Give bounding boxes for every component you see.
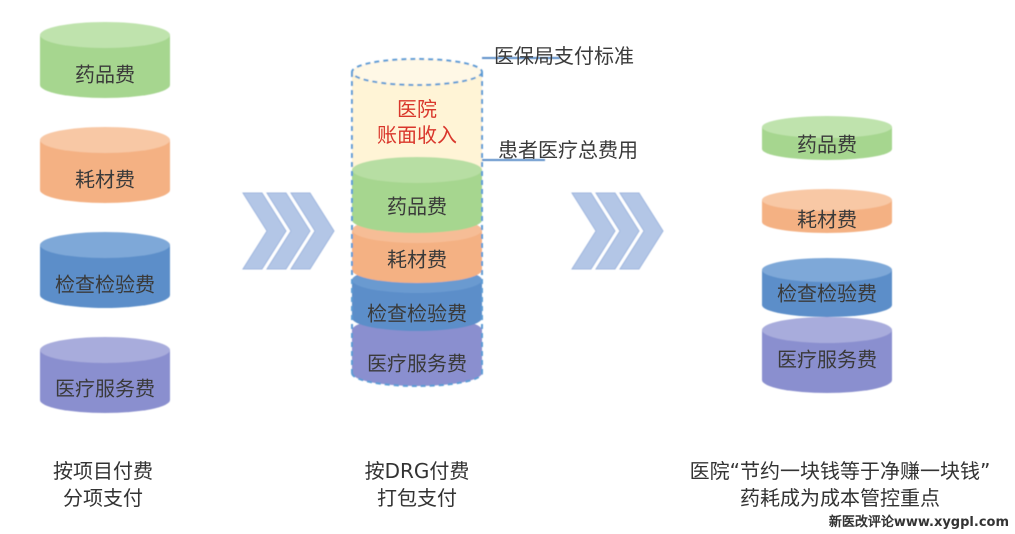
right-caption-line2: 药耗成为成本管控重点 — [739, 486, 940, 510]
left-service-label: 医疗服务费 — [55, 376, 155, 401]
source-watermark: 新医改评论www.xygpl.com — [828, 515, 1009, 530]
middle-drug-cylinder — [352, 157, 482, 233]
right-caption-line1: 医院“节约一块钱等于净赚一块钱” — [689, 459, 991, 483]
left-drug-cylinder — [40, 22, 170, 98]
revenue-label: 医院 账面收入 — [377, 96, 457, 148]
left-caption-line2: 分项支付 — [63, 486, 143, 510]
middle-material-label: 耗材费 — [387, 247, 447, 272]
chevron-arrow-icon — [242, 192, 335, 270]
left-caption: 按项目付费 分项支付 — [53, 458, 153, 512]
revenue-label-line2: 账面收入 — [377, 123, 457, 147]
right-caption: 医院“节约一块钱等于净赚一块钱” 药耗成为成本管控重点 — [690, 458, 991, 512]
callout-payment-standard: 医保局支付标准 — [494, 44, 634, 68]
right-material-cylinder — [762, 189, 892, 233]
left-material-cylinder — [40, 127, 170, 203]
middle-caption: 按DRG付费 打包支付 — [365, 458, 470, 512]
middle-service-label: 医疗服务费 — [367, 351, 467, 376]
right-exam-cylinder — [762, 258, 892, 317]
left-material-label: 耗材费 — [75, 167, 135, 192]
callout-total-cost: 患者医疗总费用 — [498, 138, 638, 162]
middle-dashed-outline — [351, 72, 483, 387]
right-service-label: 医疗服务费 — [777, 347, 877, 372]
middle-drug-label: 药品费 — [387, 194, 447, 219]
middle-caption-line1: 按DRG付费 — [364, 459, 470, 483]
left-exam-label: 检查检验费 — [55, 272, 155, 297]
left-caption-line1: 按项目付费 — [53, 459, 153, 483]
chevron-arrow-icon — [571, 192, 664, 270]
left-drug-label: 药品费 — [75, 62, 135, 87]
left-service-cylinder — [40, 337, 170, 413]
right-drug-label: 药品费 — [797, 132, 857, 157]
right-service-cylinder — [762, 317, 892, 393]
middle-caption-line2: 打包支付 — [376, 486, 457, 510]
right-drug-cylinder — [762, 116, 892, 160]
middle-revenue-cylinder — [351, 58, 483, 172]
left-exam-cylinder — [40, 232, 170, 308]
right-exam-label: 检查检验费 — [777, 281, 877, 306]
callout-lines — [482, 57, 560, 161]
revenue-label-line1: 医院 — [397, 97, 437, 121]
right-material-label: 耗材费 — [797, 207, 857, 232]
middle-exam-label: 检查检验费 — [367, 301, 467, 326]
